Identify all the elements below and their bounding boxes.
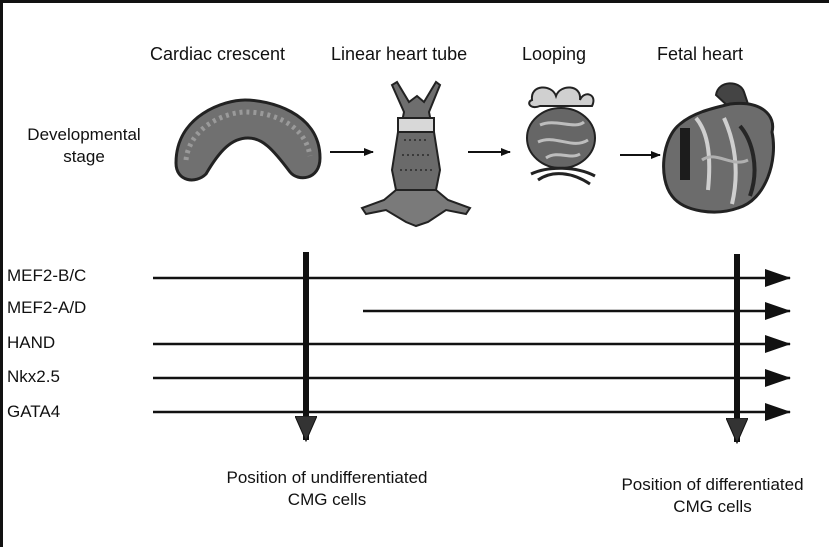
caption-undifferentiated-line2: CMG cells <box>196 489 458 511</box>
linear-heart-tube-illustration <box>362 82 470 226</box>
looping-heart-illustration <box>527 87 595 184</box>
fetal-heart-illustration <box>664 83 774 212</box>
caption-differentiated: Position of differentiated CMG cells <box>596 474 829 518</box>
caption-differentiated-line2: CMG cells <box>596 496 829 518</box>
cardiac-crescent-illustration <box>176 100 320 180</box>
caption-undifferentiated: Position of undifferentiated CMG cells <box>196 467 458 511</box>
caption-differentiated-line1: Position of differentiated <box>596 474 829 496</box>
caption-undifferentiated-line1: Position of undifferentiated <box>196 467 458 489</box>
